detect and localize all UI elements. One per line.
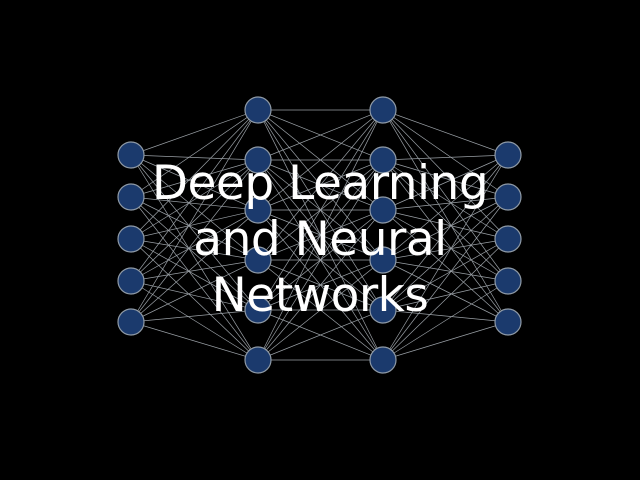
network-node-input-layer [117,141,145,169]
network-edge [382,309,509,323]
network-edge [382,321,509,361]
network-edge [382,238,509,311]
network-node-input-layer [117,267,145,295]
network-edge [382,109,509,198]
network-edge [130,109,259,240]
network-edge [130,109,259,198]
network-edge [130,109,259,282]
network-edge [382,196,509,361]
network-edge [382,196,509,311]
network-node-input-layer [117,183,145,211]
network-edge [130,238,259,361]
network-edge [130,238,259,261]
network-edge [130,154,259,161]
network-edge [130,159,259,323]
network-edge [130,109,259,156]
network-edge [130,238,259,311]
network-edge [130,159,259,240]
network-edges-group [130,109,509,361]
network-edge [382,280,509,311]
network-edge [130,280,259,361]
network-edge [130,196,259,311]
network-edge [257,109,384,361]
network-edge [130,209,259,282]
network-edge [382,109,509,240]
network-edge [130,109,259,323]
network-edge [257,159,384,361]
network-edge [382,154,509,361]
network-node-input-layer [117,225,145,253]
network-edge [382,109,509,323]
network-edge [130,154,259,311]
network-edge [382,159,509,323]
network-node-hidden-layer-1 [244,296,272,324]
network-edge [257,109,384,261]
network-edge [130,154,259,361]
network-node-output-layer [494,267,522,295]
network-edge [257,309,384,361]
network-node-output-layer [494,183,522,211]
network-edge [382,259,509,323]
network-edge [382,154,509,261]
network-node-hidden-layer-1 [244,346,272,374]
network-edge [382,280,509,361]
network-node-hidden-layer-2 [369,146,397,174]
network-edge [130,309,259,323]
network-node-output-layer [494,225,522,253]
network-edge [130,209,259,323]
network-edge [382,259,509,282]
network-node-output-layer [494,308,522,336]
network-edge [382,159,509,240]
network-edge [382,209,509,323]
network-edge [382,196,509,261]
network-node-output-layer [494,141,522,169]
network-edge [130,159,259,198]
network-edge [130,209,259,240]
network-edge [382,209,509,240]
network-edge [257,109,384,211]
network-edge [130,259,259,282]
network-edge [382,154,509,311]
network-edge [257,209,384,361]
network-node-hidden-layer-2 [369,296,397,324]
network-edge [382,159,509,198]
network-node-hidden-layer-2 [369,346,397,374]
network-edge [130,196,259,211]
network-node-input-layer [117,308,145,336]
network-edge [130,154,259,211]
network-edge [130,154,259,261]
network-node-hidden-layer-1 [244,246,272,274]
network-edge [382,238,509,361]
network-node-hidden-layer-1 [244,96,272,124]
network-edge [130,280,259,311]
network-edge [382,196,509,211]
network-node-hidden-layer-2 [369,246,397,274]
network-edge [382,238,509,261]
network-edge [130,196,259,361]
network-node-hidden-layer-1 [244,196,272,224]
network-edge [130,259,259,323]
network-node-hidden-layer-1 [244,146,272,174]
network-edge [130,159,259,282]
network-edge [382,159,509,282]
network-nodes-group [117,96,522,374]
network-edge [257,109,384,161]
network-node-hidden-layer-2 [369,196,397,224]
network-node-hidden-layer-2 [369,96,397,124]
network-edge [382,209,509,282]
network-edge [382,154,509,211]
network-edge [382,109,509,156]
network-edge [257,259,384,361]
network-edge [257,109,384,311]
network-edge [382,154,509,161]
network-edge [130,321,259,361]
network-edge [130,196,259,261]
network-edge [382,109,509,282]
